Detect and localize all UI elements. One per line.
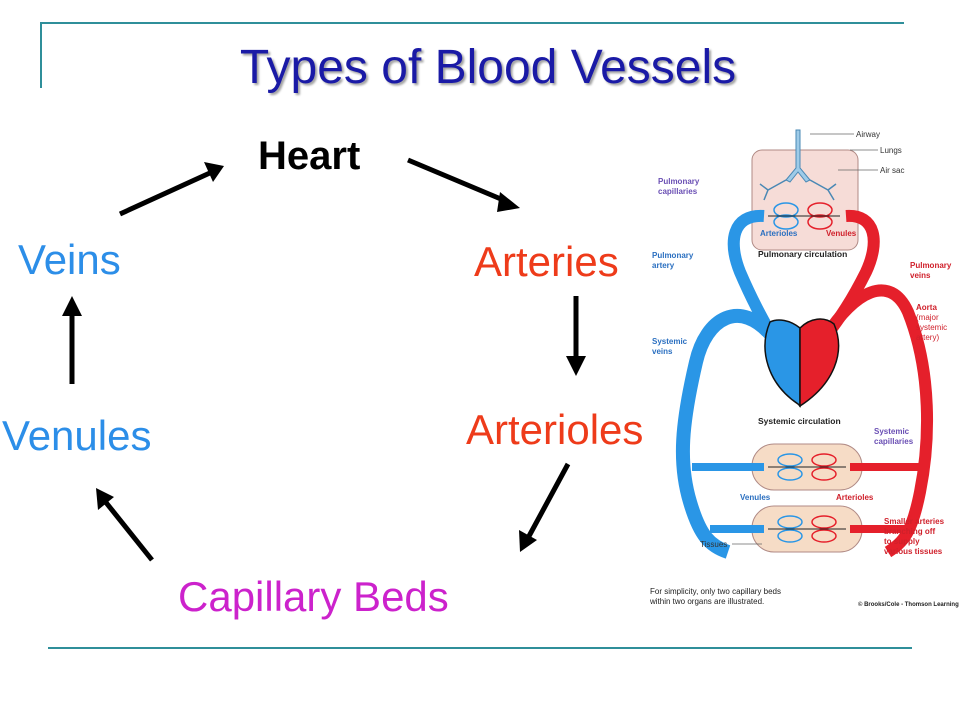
label-aorta-3: systemic: [916, 323, 947, 332]
label-pulmonary-artery-1: Pulmonary: [652, 251, 694, 260]
label-airway: Airway: [856, 130, 880, 139]
frame-bottom-line: [48, 647, 912, 649]
systemic-vein-vessel: [675, 309, 778, 559]
arrowhead-heart-to-arteries: [497, 192, 520, 212]
label-pulmonary-circulation: Pulmonary circulation: [758, 249, 847, 259]
systemic-artery-branches: [850, 463, 924, 533]
label-lungs: Lungs: [880, 146, 902, 155]
arrowhead-arteries-to-arterioles: [566, 356, 586, 376]
systemic-capillaries-detail: [768, 453, 846, 543]
label-systemic-veins-2: veins: [652, 347, 673, 356]
heart-icon: [764, 318, 840, 408]
label-smaller-arteries-1: Smaller arteries: [884, 517, 945, 526]
frame-top-line: [40, 22, 904, 24]
node-capillary-beds: Capillary Beds: [178, 573, 449, 620]
arrowhead-capillaries-to-venules: [96, 488, 114, 510]
label-pulmonary-artery-2: artery: [652, 261, 675, 270]
label-air-sac: Air sac: [880, 166, 904, 175]
cycle-arrows: [62, 157, 586, 562]
slide-title: Types of Blood Vessels: [239, 41, 737, 94]
label-pulmonary-veins-1: Pulmonary: [910, 261, 952, 270]
figure-caption-line-1: For simplicity, only two capillary beds: [650, 587, 781, 596]
systemic-vein-branches: [692, 463, 764, 533]
label-smaller-arteries-2: branching off: [884, 527, 935, 536]
label-systemic-capillaries-2: capillaries: [874, 437, 914, 446]
label-tissues: Tissues: [700, 540, 727, 549]
arrowhead-arterioles-to-capillaries: [519, 530, 537, 552]
node-arteries: Arteries: [474, 238, 619, 285]
label-smaller-arteries-3: to supply: [884, 537, 920, 546]
label-systemic-veins-1: Systemic: [652, 337, 688, 346]
airway-icon: [785, 129, 811, 183]
figure-caption-line-2: within two organs are illustrated.: [649, 597, 764, 606]
label-venules-top: Venules: [826, 229, 857, 238]
node-veins: Veins: [18, 236, 121, 283]
bronchi-icon: [759, 179, 837, 201]
label-pulmonary-capillaries-1: Pulmonary: [658, 177, 700, 186]
label-pulmonary-capillaries-2: capillaries: [658, 187, 698, 196]
frame-left-line: [40, 22, 42, 88]
pulmonary-capillary-bed: [768, 202, 840, 230]
arrow-capillaries-to-venules: [102, 498, 154, 562]
arrow-heart-to-arteries: [407, 157, 509, 205]
label-aorta-4: artery): [916, 333, 939, 342]
circulation-figure: Arterioles Venules Pulmonary circulation…: [649, 129, 959, 608]
label-venules-bottom: Venules: [740, 493, 771, 502]
label-arterioles-top: Arterioles: [760, 229, 798, 238]
arrowhead-venules-to-veins: [62, 296, 82, 316]
label-pulmonary-veins-2: veins: [910, 271, 931, 280]
label-aorta-1: Aorta: [916, 303, 937, 312]
figure-copyright: © Brooks/Cole - Thomson Learning: [858, 601, 959, 608]
label-systemic-circulation: Systemic circulation: [758, 416, 841, 426]
label-aorta-2: (major: [916, 313, 939, 322]
aorta-vessel: [820, 284, 934, 558]
arrow-veins-to-heart: [118, 169, 214, 217]
arrow-arterioles-to-capillaries: [525, 462, 571, 540]
label-arterioles-bottom: Arterioles: [836, 493, 874, 502]
arrowhead-veins-to-heart: [204, 162, 224, 182]
label-systemic-capillaries-1: Systemic: [874, 427, 910, 436]
node-arterioles: Arterioles: [466, 406, 644, 453]
node-venules: Venules: [2, 412, 152, 459]
label-smaller-arteries-4: various tissues: [884, 547, 943, 556]
node-heart: Heart: [258, 134, 361, 178]
